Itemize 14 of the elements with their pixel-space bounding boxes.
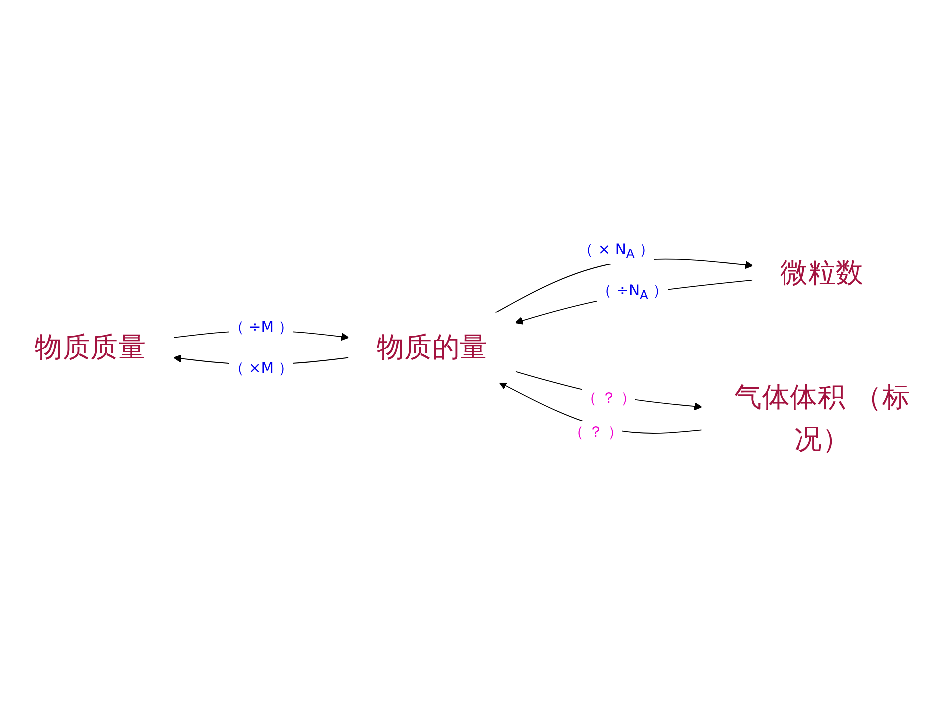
arrow [499,382,703,434]
arrow [515,280,754,326]
node-text: 物质的量 [376,332,488,364]
node-text: 微粒数 [780,257,864,290]
node-text: 物质质量 [35,332,146,364]
edge-label: （ × N$_{A}$ ） [578,240,654,262]
edge-label: （ ÷M ） [229,318,294,336]
edge-label: （ ×M ） [229,359,294,377]
arrow [515,371,702,411]
arrow [494,259,754,314]
node-text: 气体体积 （标况） [734,382,910,456]
edge-label: （ ÷N$_{A}$ ） [597,282,668,304]
edge-label: （ ？ ） [582,389,636,407]
edge-label: （ ？ ） [568,423,623,441]
